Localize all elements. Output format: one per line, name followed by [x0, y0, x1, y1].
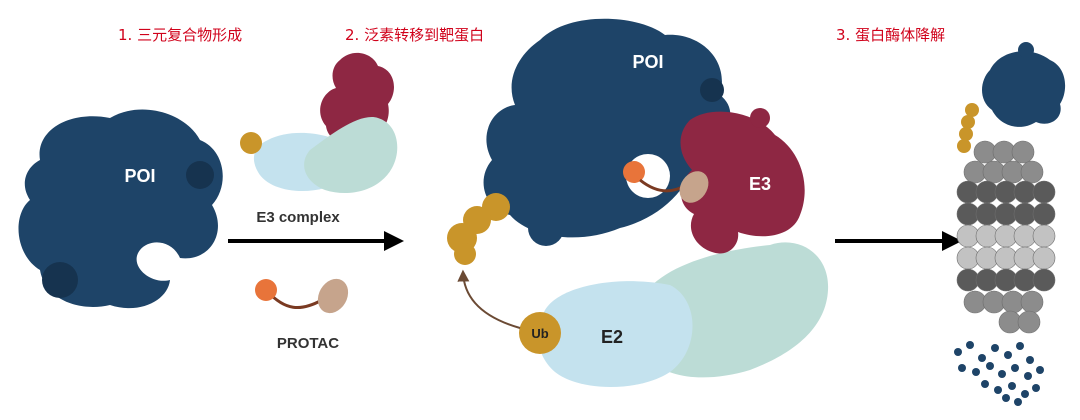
peptide-fragment	[994, 386, 1002, 394]
proteasome-subunit	[1013, 224, 1037, 248]
proteasome-subunit	[1013, 246, 1037, 270]
protac-molecule-icon	[255, 278, 349, 314]
peptide-fragment	[1008, 382, 1016, 390]
e3-complex-icon	[240, 52, 398, 194]
polyubiquitin-chain-center	[447, 193, 510, 265]
proteasome-subunit	[1017, 310, 1041, 334]
peptide-fragment	[986, 362, 994, 370]
ubiquitin-transfer-arrow	[457, 269, 521, 329]
e3-complex-label: E3 complex	[256, 209, 340, 226]
poi-protein-right	[982, 42, 1066, 127]
poi-label-center: POI	[632, 52, 663, 72]
proteasome-subunit	[1032, 224, 1056, 248]
peptide-fragment	[998, 370, 1006, 378]
peptide-fragment	[958, 364, 966, 372]
step-1-label: 1. 三元复合物形成	[118, 26, 243, 44]
ub-label: Ub	[531, 326, 548, 341]
proteasome-subunit	[1032, 202, 1056, 226]
proteasome-subunit	[1020, 160, 1044, 184]
step-2-label: 2. 泛素转移到靶蛋白	[345, 26, 485, 44]
peptide-fragment	[1032, 384, 1040, 392]
peptide-fragment	[981, 380, 989, 388]
peptide-fragment	[1004, 351, 1012, 359]
polyubiquitin-chain-right	[957, 103, 979, 153]
peptide-fragment	[1036, 366, 1044, 374]
peptide-fragment	[972, 368, 980, 376]
protac-bound	[623, 154, 709, 203]
e2-label: E2	[601, 327, 623, 347]
peptide-fragment	[991, 344, 999, 352]
peptide-fragment	[1011, 364, 1019, 372]
proteasome-subunit	[1020, 290, 1044, 314]
peptide-fragment	[1021, 390, 1029, 398]
e3-label: E3	[749, 174, 771, 194]
peptide-fragment	[954, 348, 962, 356]
poi-label-left: POI	[124, 166, 155, 186]
protac-label: PROTAC	[277, 335, 339, 352]
peptide-fragment	[1014, 398, 1022, 406]
peptide-fragment	[978, 354, 986, 362]
e3-ligase-center: E3	[680, 108, 805, 254]
proteasome-subunit	[1013, 268, 1037, 292]
proteasome-subunit	[1032, 180, 1056, 204]
proteasome-subunit	[1032, 246, 1056, 270]
proteasome-subunit	[1011, 140, 1035, 164]
proteasome	[956, 140, 1056, 334]
peptide-fragment	[1016, 342, 1024, 350]
poi-protein-left: POI	[18, 109, 223, 309]
proteasome-subunit	[1032, 268, 1056, 292]
peptide-fragment	[966, 341, 974, 349]
proteasome-subunit	[1013, 180, 1037, 204]
ubiquitin-on-e2: Ub	[519, 312, 561, 354]
peptide-fragment	[1002, 394, 1010, 402]
step-3-label: 3. 蛋白酶体降解	[836, 26, 946, 44]
degraded-peptides	[954, 341, 1044, 406]
proteasome-subunit	[1013, 202, 1037, 226]
e2-protein: E2	[538, 242, 829, 387]
peptide-fragment	[1026, 356, 1034, 364]
peptide-fragment	[1024, 372, 1032, 380]
